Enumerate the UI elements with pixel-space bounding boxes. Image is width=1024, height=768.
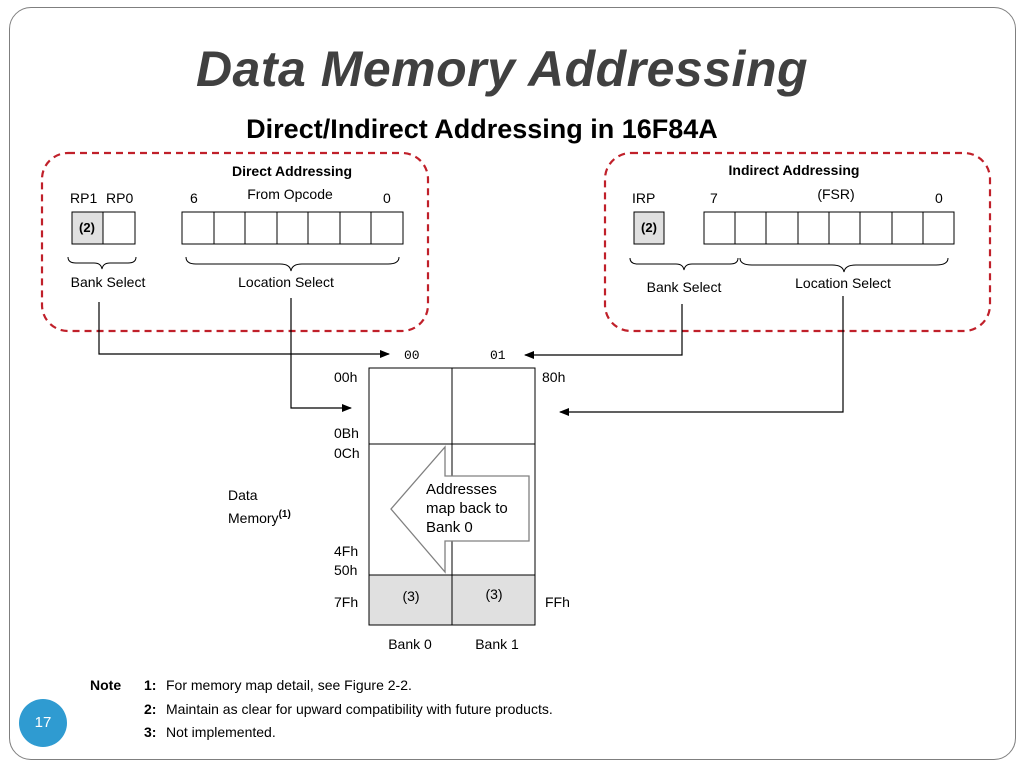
bank1-code: 01	[490, 348, 506, 363]
connector-arrows	[98, 296, 844, 416]
page-number-badge: 17	[19, 699, 67, 747]
indirect-location-select-label: Location Select	[795, 275, 891, 291]
indirect-addressing-group: Indirect Addressing IRP 7 (FSR) 0 (2) Ba…	[603, 151, 992, 333]
direct-bank-arrow	[98, 302, 390, 358]
data-memory-label-line2: Memory(1)	[228, 509, 291, 526]
note-number: 1:	[144, 677, 157, 693]
direct-bank-brace	[67, 256, 137, 270]
note-text: Maintain as clear for upward compatibili…	[166, 700, 553, 717]
indirect-source-label: (FSR)	[817, 186, 854, 202]
bank1-label: Bank 1	[475, 636, 519, 652]
indirect-fsr-register	[703, 211, 955, 245]
indirect-bit-low: 0	[935, 190, 943, 206]
address-7fh: 7Fh	[334, 594, 358, 610]
mirror-text-line1: Addresses	[426, 481, 497, 498]
direct-reserved-mark: (2)	[79, 220, 95, 235]
direct-rp0-cell	[102, 211, 136, 245]
direct-heading: Direct Addressing	[232, 163, 352, 179]
direct-location-select-label: Location Select	[238, 274, 334, 290]
direct-bit-high: 6	[190, 190, 198, 206]
data-memory-label-line1: Data	[228, 487, 258, 503]
direct-bank-select-label: Bank Select	[71, 274, 146, 290]
indirect-bank-arrow	[524, 304, 683, 359]
direct-location-brace	[185, 256, 400, 272]
note-number: 3:	[144, 724, 157, 740]
address-50h: 50h	[334, 562, 357, 578]
direct-rp1-label: RP1	[70, 190, 97, 206]
mirror-arrow-shape	[390, 445, 530, 574]
data-memory-word: Memory	[228, 510, 279, 526]
mirror-text-line3: Bank 0	[426, 519, 473, 536]
indirect-location-arrow	[559, 296, 844, 416]
mirror-text-line2: map back to	[426, 500, 508, 517]
indirect-dashed-border	[603, 151, 992, 333]
indirect-irp-cell	[633, 211, 665, 245]
indirect-heading: Indirect Addressing	[729, 162, 860, 178]
bank0-unimplemented-mark: (3)	[402, 588, 419, 604]
note-text: For memory map detail, see Figure 2-2.	[166, 677, 412, 693]
indirect-bank-brace	[629, 257, 739, 271]
direct-addressing-group: Direct Addressing RP1 RP0 6 From Opcode …	[40, 151, 430, 333]
address-0bh: 0Bh	[334, 425, 359, 441]
address-80h: 80h	[542, 369, 565, 385]
bank0-label: Bank 0	[388, 636, 432, 652]
direct-opcode-register	[181, 211, 404, 245]
data-memory-note-ref: (1)	[279, 509, 291, 520]
direct-dashed-border	[40, 151, 430, 333]
note-text: Not implemented.	[166, 724, 276, 740]
note-number: 2:	[144, 700, 157, 717]
indirect-bit-high: 7	[710, 190, 718, 206]
direct-bit-low: 0	[383, 190, 391, 206]
indirect-reserved-mark: (2)	[641, 220, 657, 235]
direct-location-arrow	[290, 298, 352, 412]
indirect-bank-select-label: Bank Select	[647, 279, 722, 295]
address-0ch: 0Ch	[334, 445, 360, 461]
address-4fh: 4Fh	[334, 543, 358, 559]
indirect-irp-label: IRP	[632, 190, 655, 206]
direct-source-label: From Opcode	[247, 186, 333, 202]
address-ffh: FFh	[545, 594, 570, 610]
slide-title: Data Memory Addressing	[195, 41, 809, 97]
slide-subtitle: Direct/Indirect Addressing in 16F84A	[246, 114, 718, 144]
bank0-code: 00	[404, 348, 420, 363]
indirect-location-brace	[739, 257, 949, 273]
direct-rp0-label: RP0	[106, 190, 133, 206]
address-00h: 00h	[334, 369, 357, 385]
note-key: Note	[90, 677, 122, 693]
memory-map: 00 01 Addresses map back to Bank 0 (3) (…	[228, 348, 570, 652]
direct-rp1-cell	[71, 211, 104, 245]
bank1-unimplemented-mark: (3)	[485, 586, 502, 602]
slide-frame	[9, 7, 1016, 760]
